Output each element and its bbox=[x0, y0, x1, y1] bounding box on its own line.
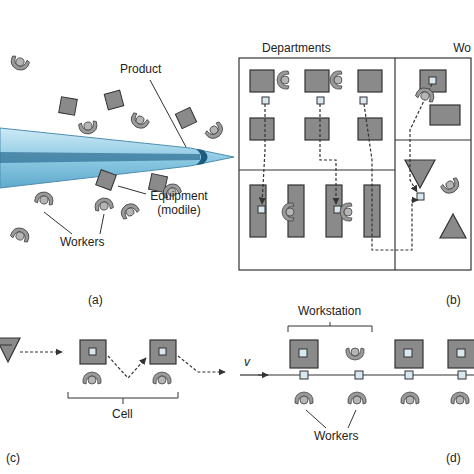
cellular-layout bbox=[0, 338, 225, 404]
worker-icon bbox=[128, 112, 150, 131]
worker-icon bbox=[118, 201, 140, 220]
fixed-position-layout bbox=[0, 80, 234, 234]
worker-icon bbox=[204, 121, 226, 142]
label-text: Equipment (modile) bbox=[140, 190, 218, 218]
worker-icon bbox=[330, 71, 342, 89]
label-text: Workers bbox=[314, 430, 358, 444]
worker-icon bbox=[9, 55, 30, 72]
worker-icon bbox=[415, 85, 436, 102]
label-text: Workstation bbox=[298, 305, 361, 319]
worker-icon bbox=[34, 191, 54, 206]
label-text: (c) bbox=[6, 452, 20, 466]
worker-icon bbox=[346, 348, 364, 360]
worker-icon bbox=[78, 120, 98, 135]
worker-icon bbox=[153, 372, 171, 384]
process-layout bbox=[239, 58, 471, 270]
label-text: Workers bbox=[60, 236, 104, 250]
worker-icon bbox=[277, 71, 289, 89]
label-text: (d) bbox=[446, 452, 461, 466]
worker-icon bbox=[451, 392, 469, 404]
label-text: (a) bbox=[88, 294, 103, 308]
worker-icon bbox=[10, 225, 31, 242]
label-text: Departments bbox=[262, 42, 331, 56]
worker-icon bbox=[94, 197, 114, 212]
worker-icon bbox=[282, 203, 294, 221]
worker-icons bbox=[9, 55, 469, 404]
worker-icon bbox=[83, 372, 101, 384]
worker-icon bbox=[340, 203, 352, 221]
label-text: v bbox=[244, 356, 250, 370]
worker-icon bbox=[401, 392, 419, 404]
worker-icon bbox=[295, 392, 313, 404]
worker-icon bbox=[440, 177, 462, 196]
worker-icon bbox=[348, 392, 366, 404]
label-text: Wo bbox=[453, 42, 471, 56]
product-layout bbox=[240, 322, 474, 428]
label-text: Product bbox=[120, 63, 161, 77]
label-text: Cell bbox=[112, 408, 133, 422]
label-text: (b) bbox=[446, 294, 461, 308]
